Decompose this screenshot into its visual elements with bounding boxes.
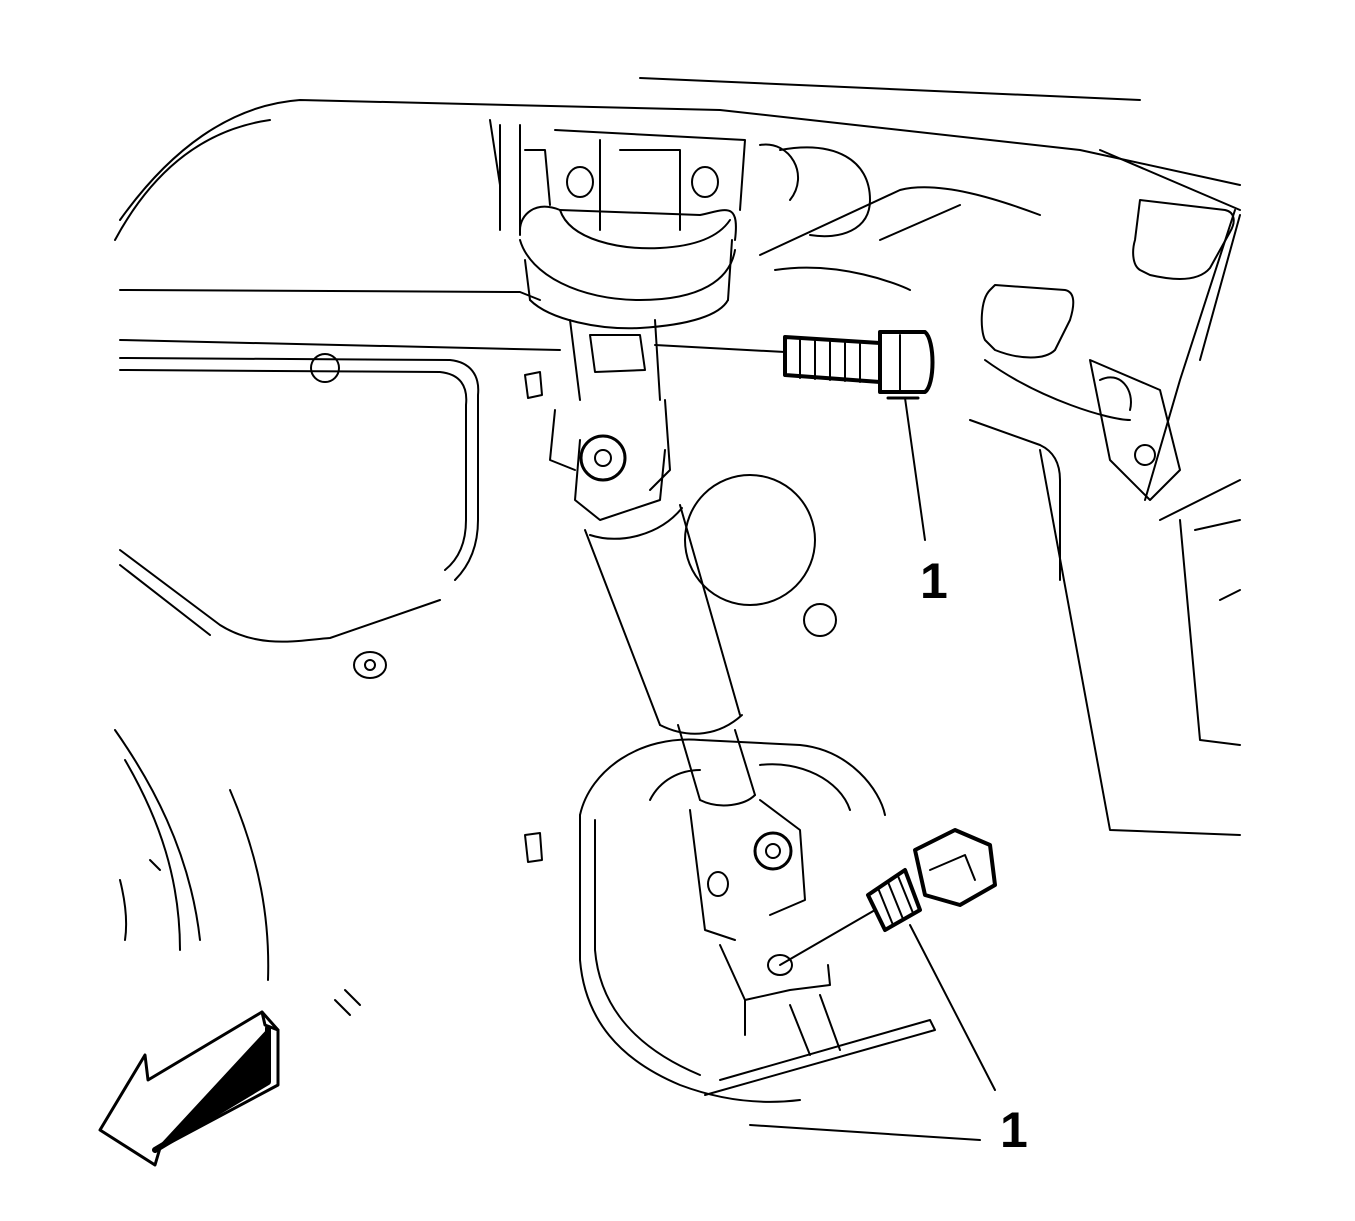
pedal-bracket (969, 199, 1241, 836)
upper-bolt (654, 330, 935, 541)
steering-intermediate-shaft (549, 319, 841, 1056)
upper-leader-line (904, 397, 926, 541)
steering-column-housing (499, 124, 746, 330)
lower-bolt (779, 828, 997, 1091)
dash-panel (114, 77, 1241, 643)
floor-opening (579, 738, 981, 1141)
panel-holes (310, 353, 837, 863)
front-of-vehicle-arrow-icon (98, 1010, 280, 1167)
lower-left-structure (114, 729, 361, 1016)
callout-label-upper-bolt: 1 (920, 553, 948, 609)
callout-label-lower-bolt: 1 (1000, 1102, 1028, 1158)
lower-leader-line (909, 924, 996, 1091)
